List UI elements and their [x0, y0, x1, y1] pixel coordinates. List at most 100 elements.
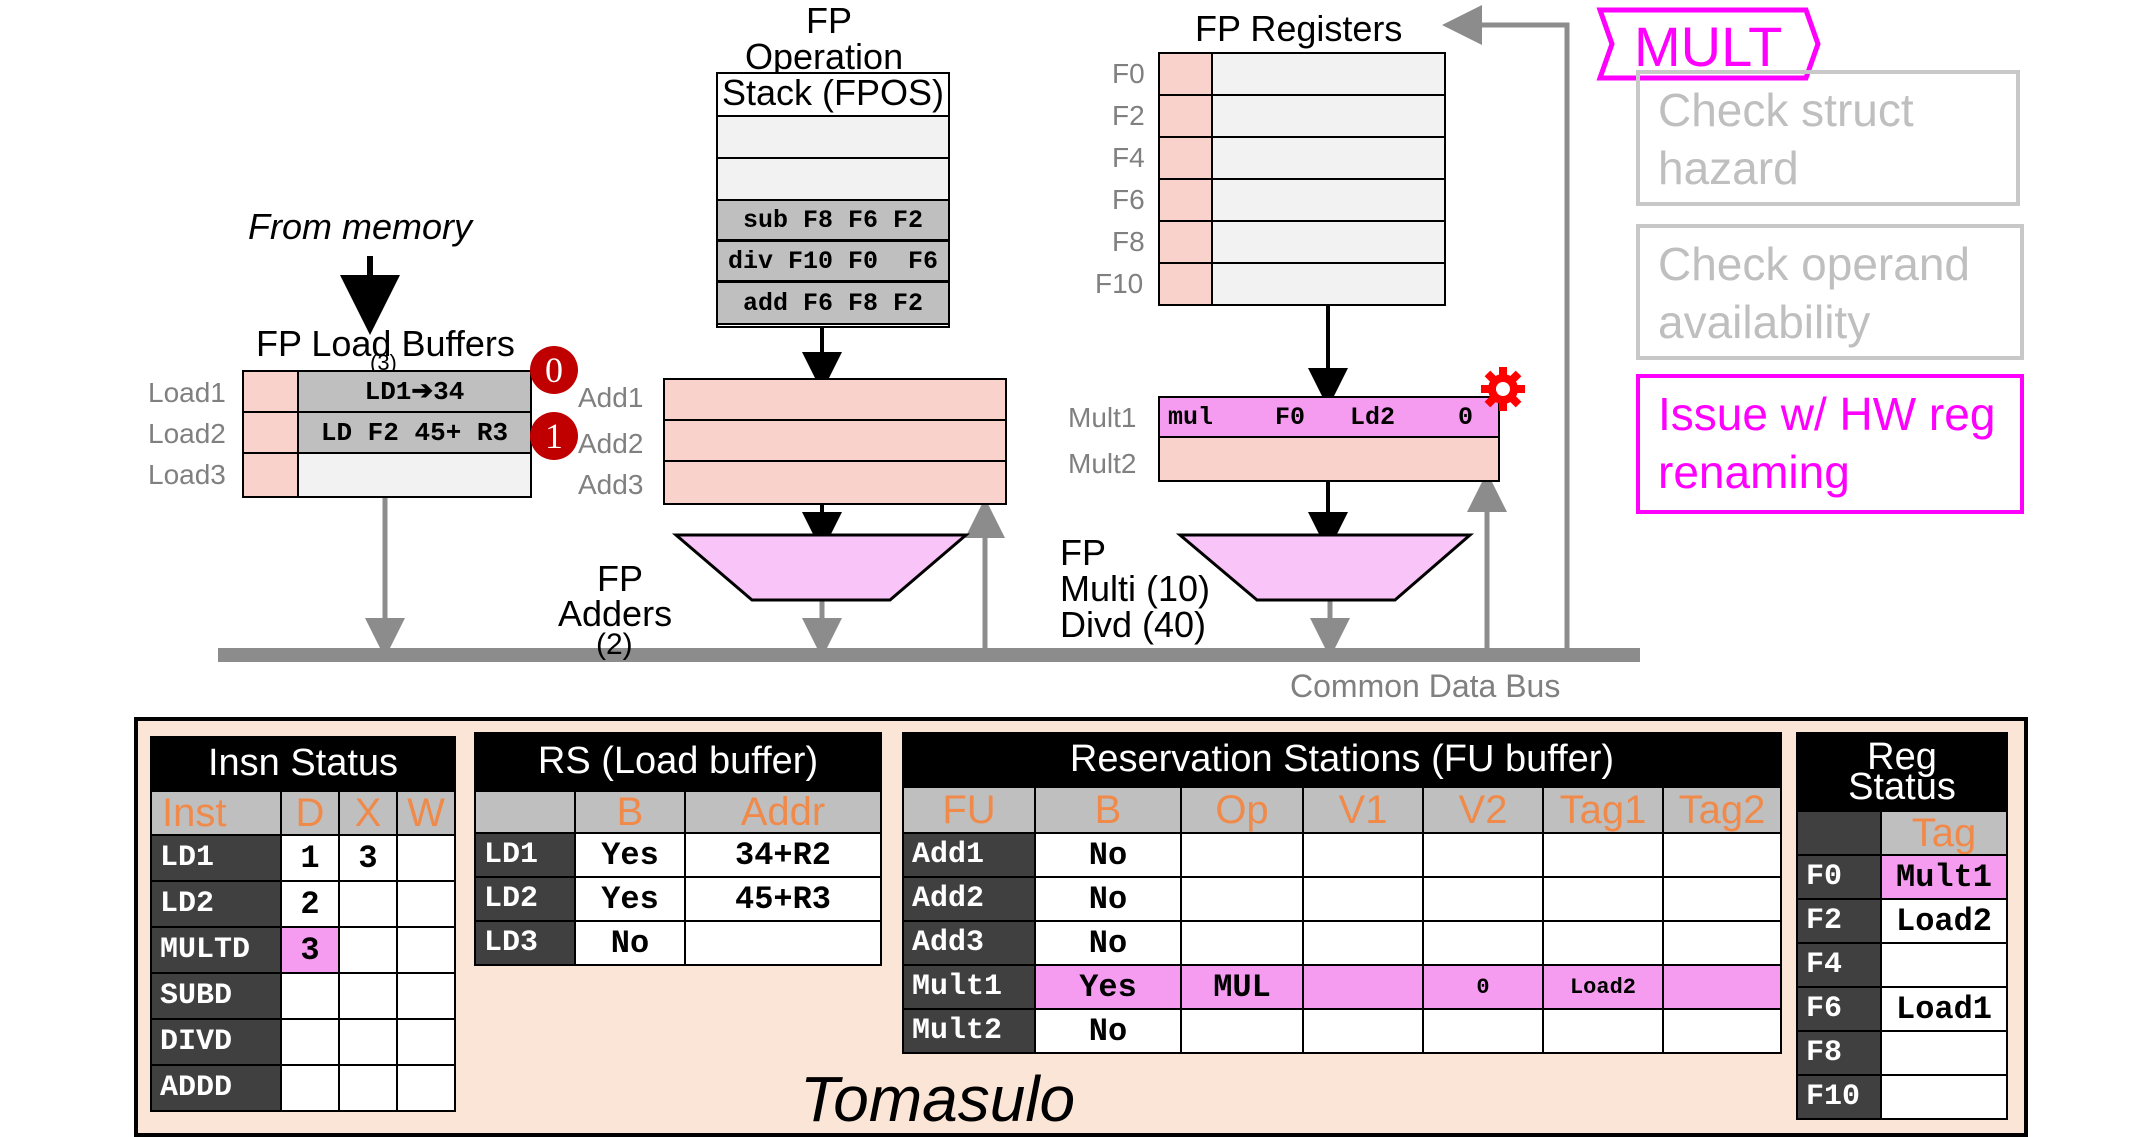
rs-fu-cell: [1302, 964, 1424, 1010]
load-label-1: Load1: [148, 377, 226, 408]
rs-fu-cell: [1180, 1008, 1304, 1054]
rs-fu-cell: [1542, 832, 1664, 878]
rs-fu-cell: No: [1034, 920, 1182, 966]
insn-header-inst: Inst: [150, 790, 282, 836]
reg-status-row-f8: F8: [1796, 1030, 1882, 1076]
insn-header-d: D: [280, 790, 340, 836]
cdb-label: Common Data Bus: [1290, 668, 1561, 704]
insn-status-title: Insn Status: [150, 736, 456, 790]
load-buffer-tag-1: [242, 370, 299, 413]
rs-fu-row-add2: Add2: [902, 876, 1036, 922]
fpos-entry-div: div F10 F0 F6: [716, 240, 950, 282]
rs-fu-header: Tag1: [1542, 786, 1664, 834]
insn-cell: [396, 972, 456, 1020]
adder-rs-3: [663, 460, 1007, 505]
rs-fu-cell: [1302, 1008, 1424, 1054]
from-memory-label: From memory: [248, 206, 472, 247]
step-check-operand-availability: Check operand availability: [1636, 224, 2024, 360]
reg-status-title-text: Reg Status: [1848, 735, 1956, 808]
rs-fu-header: FU: [902, 786, 1036, 834]
rs-fu-cell: Yes: [1034, 964, 1182, 1010]
reg-status-title: Reg Status: [1796, 732, 2008, 812]
rs-fu-header: V1: [1302, 786, 1424, 834]
reg-status-tag-cell: [1880, 1030, 2008, 1076]
mult-unit-label-2: Multi (10): [1060, 568, 1211, 609]
reg-status-tag-cell: Load1: [1880, 986, 2008, 1032]
mult-rs-2: [1158, 436, 1500, 482]
load-buffers-title: FP Load Buffers: [256, 323, 515, 364]
insn-cell: 3: [338, 834, 398, 882]
rs-fu-cell: [1302, 876, 1424, 922]
insn-header-x: X: [338, 790, 398, 836]
reg-tag-f10: [1158, 262, 1213, 306]
mult-tag-shape: [1596, 7, 1821, 81]
insn-cell: [396, 1018, 456, 1066]
reg-tag-f2: [1158, 94, 1213, 138]
step-issue-reg-renaming: Issue w/ HW reg renaming: [1636, 374, 2024, 514]
rs-fu-cell: [1180, 920, 1304, 966]
rs-fu-cell: [1302, 832, 1424, 878]
adders-label-3: (2): [596, 628, 633, 661]
adders-label-2: Adders: [558, 593, 673, 634]
reg-status-header-tag: Tag: [1880, 810, 2008, 856]
reg-status-tag-cell: Mult1: [1880, 854, 2008, 900]
rs-load-row-ld2: LD2: [474, 876, 576, 922]
reg-status-row-f4: F4: [1796, 942, 1882, 988]
insn-cell: 1: [280, 834, 340, 882]
fpos-entry-1: [716, 115, 950, 159]
load-buffer-entry-2: LD F2 45+ R3: [297, 411, 532, 454]
reg-name-f10: F10: [1095, 268, 1144, 299]
rs-fu-cell: No: [1034, 1008, 1182, 1054]
mult-rs-op: mul: [1168, 403, 1214, 432]
rs-fu-cell: [1422, 920, 1544, 966]
rs-fu-cell: [1662, 1008, 1782, 1054]
load-buffer-entry-1: LD1➔34: [297, 370, 532, 413]
rs-fu-cell: [1180, 832, 1304, 878]
rs-fu-cell: [1180, 876, 1304, 922]
rs-load-header-addr: Addr: [684, 790, 882, 834]
insn-row-multd: MULTD: [150, 926, 282, 974]
reg-val-f8: [1211, 220, 1446, 264]
insn-cell: [338, 972, 398, 1020]
rs-load-header-b: B: [574, 790, 686, 834]
reg-tag-f4: [1158, 136, 1213, 180]
rs-fu-header: Op: [1180, 786, 1304, 834]
insn-header-w: W: [396, 790, 456, 836]
insn-cell: [396, 880, 456, 928]
insn-cell: [280, 1018, 340, 1066]
mult-unit-label-3: Divd (40): [1060, 604, 1207, 645]
insn-cell: [396, 1064, 456, 1112]
mult-rs-val: 0: [1458, 403, 1474, 432]
insn-row-subd: SUBD: [150, 972, 282, 1020]
reg-name-f0: F0: [1112, 58, 1145, 89]
fpos-entry-2: [716, 157, 950, 201]
rs-fu-header: B: [1034, 786, 1182, 834]
rs-fu-cell: MUL: [1180, 964, 1304, 1010]
reg-status-row-f2: F2: [1796, 898, 1882, 944]
reg-status-tag-cell: [1880, 942, 2008, 988]
reg-status-tag-cell: [1880, 1074, 2008, 1120]
reg-val-f4: [1211, 136, 1446, 180]
adder-label-2: Add2: [578, 428, 644, 459]
load-buffer-entry-3: [297, 452, 532, 498]
rs-fu-cell: [1302, 920, 1424, 966]
rs-load-title: RS (Load buffer): [474, 732, 882, 790]
insn-cell: [280, 972, 340, 1020]
rs-fu-cell: [1662, 832, 1782, 878]
rs-fu-row-add3: Add3: [902, 920, 1036, 966]
gear-icon: [1481, 367, 1525, 411]
rs-fu-row-mult2: Mult2: [902, 1008, 1036, 1054]
reg-val-f10: [1211, 262, 1446, 306]
fpos-entry-add: add F6 F8 F2: [716, 281, 950, 325]
insn-row-addd: ADDD: [150, 1064, 282, 1112]
reg-status-row-f0: F0: [1796, 854, 1882, 900]
rs-fu-header: Tag2: [1662, 786, 1782, 834]
badge-0: 0: [530, 346, 578, 394]
rs-load-cell: 45+R3: [684, 876, 882, 922]
rs-load-header-name: [474, 790, 576, 834]
mult-label-1: Mult1: [1068, 402, 1137, 433]
rs-fu-cell: 0: [1422, 964, 1544, 1010]
fpos-entry-sub: sub F8 F6 F2: [716, 199, 950, 241]
insn-cell: [396, 926, 456, 974]
insn-cell: [396, 834, 456, 882]
